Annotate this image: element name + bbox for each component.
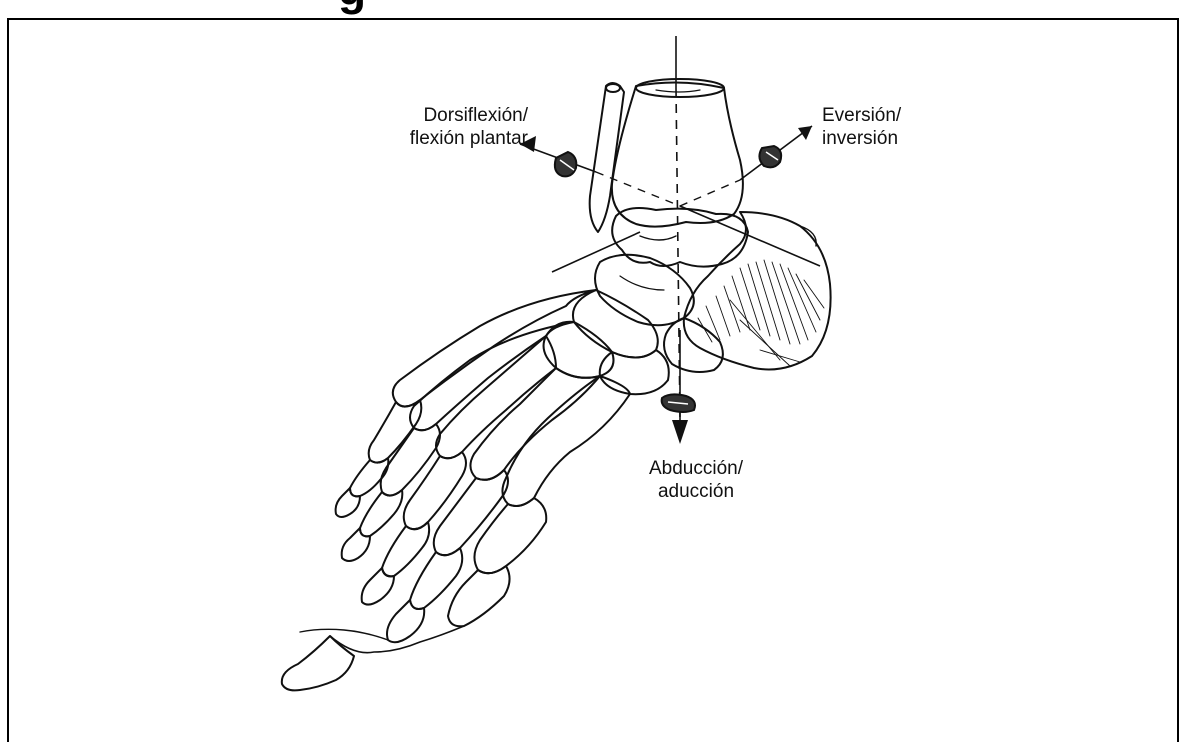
label-eversion-line2: inversión xyxy=(822,127,901,150)
label-abduction-line1: Abducción/ xyxy=(626,457,766,480)
label-dorsiflexion: Dorsiflexión/ flexión plantar xyxy=(358,104,528,150)
phalanx-distal-2 xyxy=(387,600,424,642)
label-eversion-line1: Eversión/ xyxy=(822,104,901,127)
metatarsal-3 xyxy=(436,336,556,458)
phalanx-proximal-5 xyxy=(369,400,422,463)
metatarsal-5 xyxy=(393,290,596,407)
phalanx-distal-4 xyxy=(342,528,370,561)
arrow-head-down xyxy=(672,420,688,444)
phalanx-proximal-1 xyxy=(474,498,546,573)
rotation-icon-right xyxy=(759,146,781,167)
rotation-icon-left xyxy=(555,152,576,176)
fibula xyxy=(590,83,624,232)
label-abduction: Abducción/ aducción xyxy=(626,457,766,503)
arrow-head-right xyxy=(798,126,812,140)
cuneiform-lateral xyxy=(600,350,669,394)
phalanx-distal-5 xyxy=(336,488,360,517)
calcaneus xyxy=(684,212,831,370)
phalanx-proximal-2 xyxy=(434,470,508,555)
phalanx-middle-3 xyxy=(382,522,429,576)
label-eversion: Eversión/ inversión xyxy=(822,104,901,150)
phalanx-proximal-3 xyxy=(404,452,466,529)
label-abduction-line2: aducción xyxy=(626,480,766,503)
label-dorsiflexion-line2: flexión plantar xyxy=(358,127,528,150)
phalanx-extended xyxy=(282,636,354,690)
phalanx-distal-3 xyxy=(362,568,394,605)
rotation-icon-bottom xyxy=(662,394,695,412)
phalanx-proximal-4 xyxy=(381,424,440,496)
phalanx-middle-4 xyxy=(360,490,402,536)
metatarsal-4 xyxy=(410,322,574,430)
label-dorsiflexion-line1: Dorsiflexión/ xyxy=(358,104,528,127)
